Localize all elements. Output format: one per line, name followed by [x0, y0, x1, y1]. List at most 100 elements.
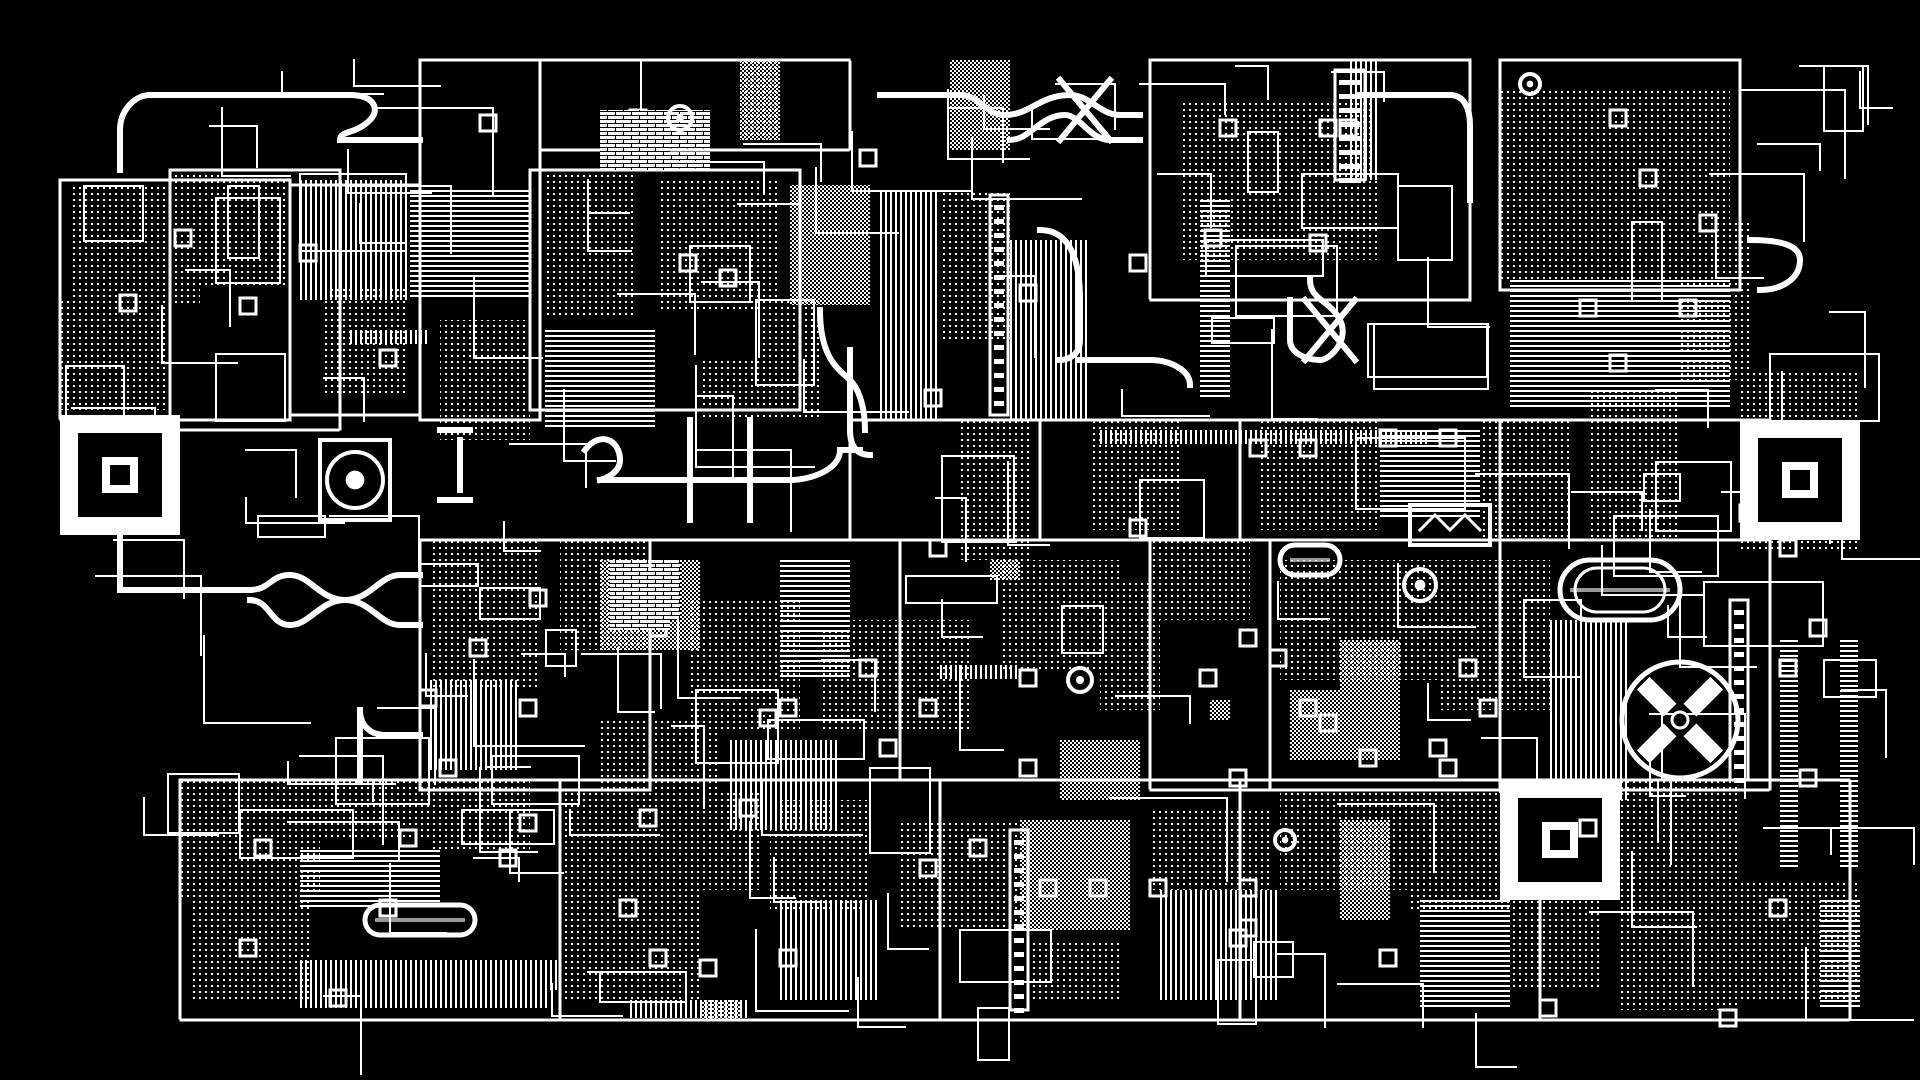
square-pad-icon [1438, 428, 1458, 448]
trace-line [1631, 851, 1697, 928]
trace-line [335, 737, 430, 805]
stripe-bus-icon [1820, 900, 1860, 1010]
trace-line [425, 653, 468, 697]
trace-line [689, 245, 751, 303]
capsule-icon [1573, 566, 1667, 614]
trace-line [869, 767, 931, 854]
texture-block [770, 800, 870, 910]
gauge-icon [1066, 666, 1094, 694]
trace-line [1823, 65, 1864, 132]
pipe-bend-icon [597, 417, 763, 523]
trace-line [569, 809, 660, 836]
gauge-icon [1526, 80, 1534, 88]
square-pad-icon [1198, 668, 1218, 688]
square-pad-icon [1268, 648, 1288, 668]
trace-line [1475, 1013, 1517, 1068]
trace-line [377, 107, 494, 197]
pad-layer [60, 60, 1860, 1028]
square-pad-icon [1608, 108, 1628, 128]
trace-line [773, 857, 821, 903]
trace-line [1655, 461, 1732, 532]
square-pad-icon [678, 253, 698, 273]
trace-line [1157, 173, 1212, 228]
trace-line [287, 761, 396, 785]
ladder-icon [1734, 736, 1744, 741]
ladder-icon [1339, 80, 1361, 85]
capsule-icon [375, 918, 465, 922]
square-pad-icon [918, 698, 938, 718]
stripe-bus-icon [1100, 430, 1430, 444]
trace-line [1271, 329, 1318, 420]
trace-line [815, 167, 899, 234]
square-pad-icon [1608, 353, 1628, 373]
pipe-bend-icon [437, 427, 473, 503]
ladder-icon [994, 219, 1004, 224]
dither-block-icon [990, 560, 1020, 580]
trace-line [1007, 461, 1050, 546]
square-pad-icon [918, 858, 938, 878]
trace-line [983, 95, 1050, 130]
square-pad-icon [1203, 228, 1223, 248]
pipe-bend-icon [1077, 357, 1194, 389]
trace-line [1649, 509, 1702, 573]
trace-line [947, 107, 1004, 163]
texture-block [1020, 820, 1130, 930]
square-pad-icon [878, 738, 898, 758]
trace-line [1373, 323, 1489, 390]
texture-block [1410, 790, 1510, 910]
square-pad-icon [1318, 713, 1338, 733]
square-pad-icon [398, 828, 418, 848]
trace-line [1655, 389, 1709, 428]
ladder-icon [1014, 994, 1024, 999]
trace-line [959, 929, 1052, 983]
trace-line [695, 389, 815, 468]
trace-layer [58, 58, 1920, 1075]
square-pad-icon [1550, 830, 1570, 850]
texture-block [1290, 690, 1400, 760]
ladder-icon [1014, 1008, 1024, 1013]
pipe-bend-icon [1006, 111, 1143, 144]
trace-line [1253, 941, 1294, 978]
trace-line [1247, 131, 1279, 193]
texture-block [560, 790, 760, 890]
trace-line [503, 521, 541, 552]
square-pad-icon [1088, 878, 1108, 898]
trace-line [83, 185, 144, 242]
trace-line [479, 587, 541, 620]
trace-line [1859, 71, 1893, 109]
texture-block [900, 820, 1020, 930]
capsule-icon [1557, 557, 1683, 623]
ladder-icon [994, 233, 1004, 238]
ladder-icon [1339, 136, 1361, 141]
trace-line [143, 797, 219, 836]
gauge-icon [1273, 828, 1297, 852]
trace-line [701, 449, 792, 532]
square-pad-icon [923, 388, 943, 408]
dither-block-icon [1060, 740, 1120, 790]
square-pad-icon [298, 243, 318, 263]
ladder-icon [1339, 108, 1361, 113]
trace-line [1055, 83, 1116, 130]
texture-block [1440, 560, 1550, 710]
ladder-icon [994, 401, 1004, 406]
ladder-icon [1014, 938, 1024, 943]
ladder-icon [994, 373, 1004, 378]
pipe-bend-icon [757, 447, 863, 483]
square-pad-icon [1038, 878, 1058, 898]
brick-icon [610, 570, 670, 630]
trace-line [1235, 245, 1338, 317]
texture-block [790, 185, 870, 305]
square-pad-icon [718, 268, 738, 288]
square-pad-icon [238, 938, 258, 958]
square-pad-icon [518, 698, 538, 718]
brick-icon [600, 110, 670, 170]
trace-line [551, 983, 623, 1017]
trace-line [299, 173, 407, 252]
texture-block [180, 780, 320, 900]
trace-line [1589, 911, 1694, 987]
ladder-icon [994, 317, 1004, 322]
square-pad-icon [253, 838, 273, 858]
square-pad-icon [1678, 298, 1698, 318]
trace-line [329, 515, 420, 573]
square-pad-icon [1128, 518, 1148, 538]
